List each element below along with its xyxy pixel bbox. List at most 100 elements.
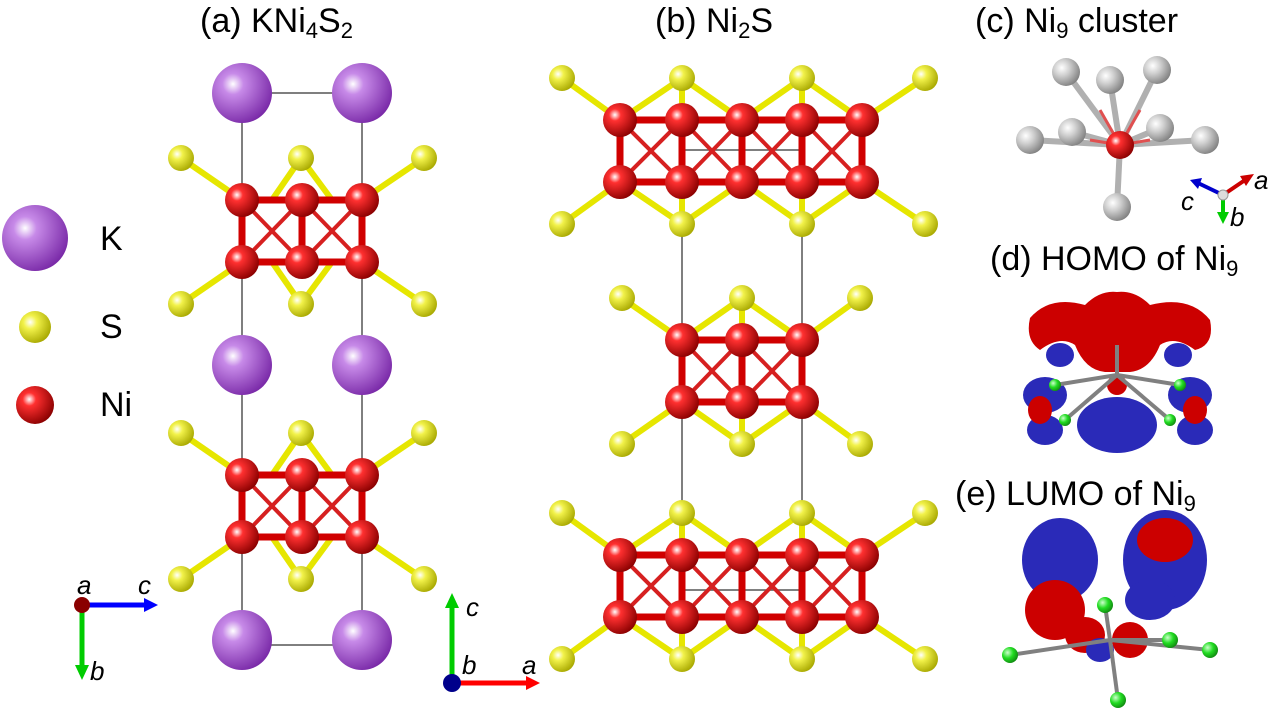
- s-atom: [411, 420, 437, 446]
- homo-orbital-isosurface: [1023, 291, 1213, 453]
- ni-cluster-atom: [1096, 66, 1124, 94]
- s-atom: [288, 420, 314, 446]
- s-atom: [288, 291, 314, 317]
- k-atom: [212, 610, 272, 670]
- ni-atom: [785, 385, 819, 419]
- ni-atom: [225, 458, 259, 492]
- ni-atom: [225, 183, 259, 217]
- ni-atom: [285, 245, 319, 279]
- k-atom: [212, 63, 272, 123]
- legend-label-k: K: [100, 220, 123, 258]
- s-atom: [411, 566, 437, 592]
- ni-atom: [603, 103, 637, 137]
- ni-atom: [665, 165, 699, 199]
- ni-atom: [665, 103, 699, 137]
- ni-s-layer-bottom: [549, 500, 938, 672]
- ni-atom: [725, 600, 759, 634]
- axis-label-a-x: c: [138, 570, 151, 600]
- ni-atom: [785, 103, 819, 137]
- s-atom: [609, 431, 635, 457]
- s-atom: [168, 145, 194, 171]
- k-atom: [212, 335, 272, 395]
- ni-atom: [845, 538, 879, 572]
- s-atom: [729, 285, 755, 311]
- ni-atom: [345, 458, 379, 492]
- s-atom: [168, 566, 194, 592]
- axis-label-a-y: b: [90, 656, 105, 686]
- ni-center-atom: [1106, 131, 1134, 159]
- ni-atom: [665, 323, 699, 357]
- legend-label-ni: Ni: [100, 386, 133, 424]
- axis-label-b-out: b: [462, 650, 477, 680]
- ni-atom: [725, 385, 759, 419]
- ni-atom: [345, 245, 379, 279]
- ni-atom: [725, 538, 759, 572]
- ni-atom: [603, 538, 637, 572]
- ni-atom: [665, 538, 699, 572]
- legend-label-s: S: [100, 308, 123, 346]
- s-atom: [549, 646, 575, 672]
- k-atom: [332, 610, 392, 670]
- s-atom: [411, 291, 437, 317]
- legend-s-swatch: [19, 311, 51, 343]
- s-atom: [288, 566, 314, 592]
- s-atom: [912, 211, 938, 237]
- ni-s-layer-top: [549, 65, 938, 237]
- ni-cluster-atom: [1191, 126, 1219, 154]
- k-atom: [332, 335, 392, 395]
- axis-label-c-c: c: [1181, 186, 1194, 216]
- s-atom: [549, 211, 575, 237]
- panel-e-title: (e) LUMO of Ni9: [955, 475, 1196, 516]
- s-atom: [789, 646, 815, 672]
- s-atom: [789, 500, 815, 526]
- ni-atom: [285, 458, 319, 492]
- s-atom: [847, 285, 873, 311]
- legend-ni-swatch: [16, 386, 54, 424]
- panel-c-cluster: [1016, 56, 1219, 221]
- panel-d-title: (d) HOMO of Ni9: [990, 240, 1239, 281]
- s-atom: [168, 291, 194, 317]
- ni-atom: [285, 520, 319, 554]
- ni-cluster-atom: [1146, 114, 1174, 142]
- axis-triad-c: [1190, 174, 1254, 224]
- ni-atom: [785, 165, 819, 199]
- ni-atom: [665, 385, 699, 419]
- ni-cluster-atom: [1058, 118, 1086, 146]
- ni-atom: [845, 600, 879, 634]
- ni-cluster-atom: [1016, 126, 1044, 154]
- ni-atom: [725, 165, 759, 199]
- ni-s-layer-top: [168, 145, 437, 317]
- legend: [2, 205, 68, 424]
- s-atom: [912, 646, 938, 672]
- panel-b-structure: [549, 65, 938, 672]
- ni-atom: [603, 600, 637, 634]
- axis-label-b-x: a: [522, 650, 537, 680]
- ni-s-layer-bottom: [168, 420, 437, 592]
- ni-atom: [725, 103, 759, 137]
- ni-s-layer-middle: [609, 285, 873, 457]
- panel-c-title: (c) Ni9 cluster: [975, 2, 1179, 43]
- axis-label-c-b: b: [1230, 202, 1245, 232]
- ni-atom: [785, 323, 819, 357]
- ni-atom: [225, 520, 259, 554]
- panel-a-structure: [168, 63, 437, 670]
- s-atom: [669, 211, 695, 237]
- k-atom: [332, 63, 392, 123]
- s-atom: [912, 65, 938, 91]
- s-atom: [789, 211, 815, 237]
- axis-label-b-y: c: [466, 592, 479, 622]
- s-atom: [549, 500, 575, 526]
- ni-atom: [603, 165, 637, 199]
- s-atom: [912, 500, 938, 526]
- s-atom: [669, 646, 695, 672]
- ni-atom: [845, 165, 879, 199]
- ni-cluster-atom: [1143, 56, 1171, 84]
- panel-b-title: (b) Ni2S: [655, 2, 774, 43]
- s-atom: [549, 65, 575, 91]
- lumo-orbital-isosurface: [1002, 510, 1218, 708]
- legend-k-swatch: [2, 205, 68, 271]
- s-atom: [729, 431, 755, 457]
- s-atom: [411, 145, 437, 171]
- axis-label-a-out: a: [77, 570, 92, 600]
